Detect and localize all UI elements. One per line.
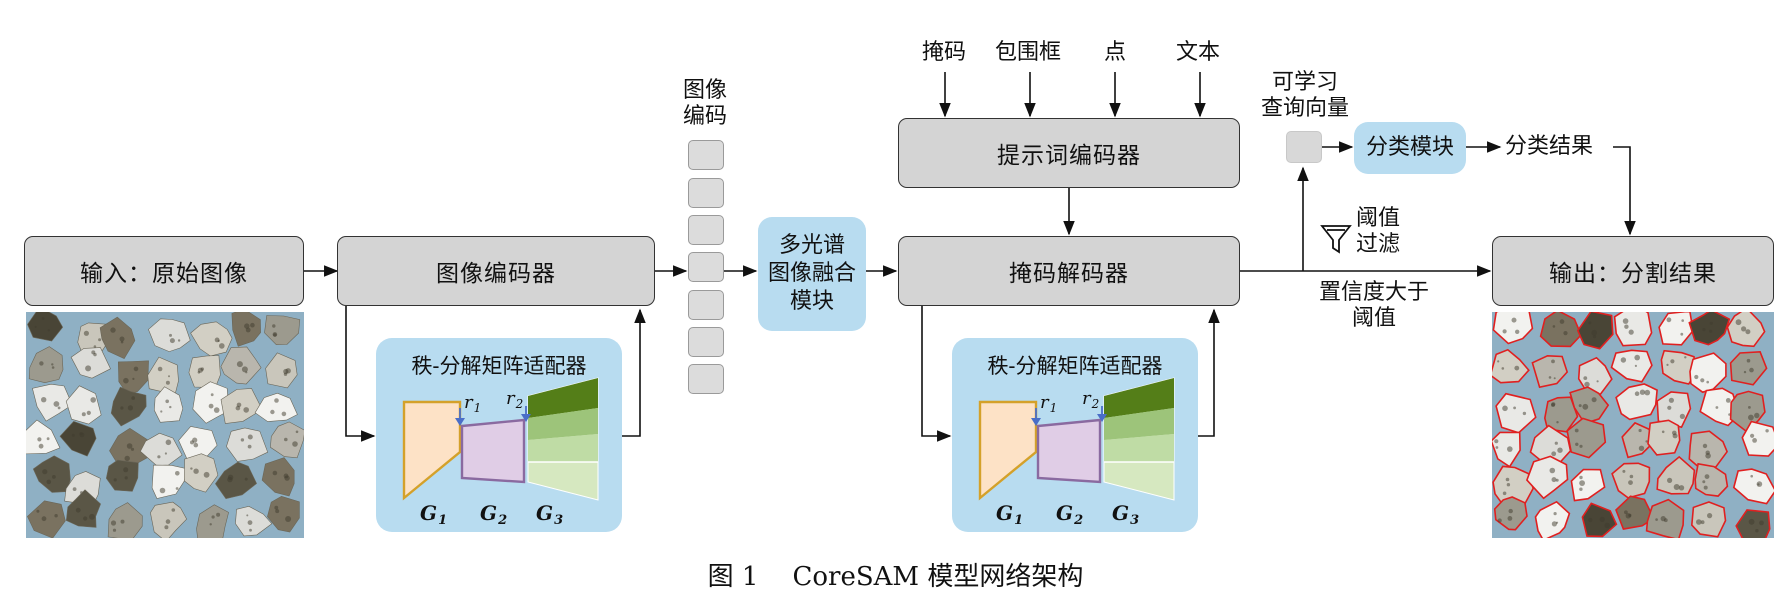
output-segmentation-image	[1492, 312, 1774, 538]
g2-block	[1036, 418, 1102, 484]
embedding-token	[688, 140, 724, 170]
caption-text: CoreSAM 模型网络架构	[792, 562, 1084, 592]
learnable-query-token	[1286, 131, 1322, 163]
arrow-decoder-to-adapter	[921, 306, 952, 442]
g1-label: G1	[996, 501, 1023, 528]
input-rock-image	[26, 312, 304, 538]
learnable-query-label: 可学习 查询向量	[1260, 70, 1349, 121]
output-box: 输出：分割结果	[1492, 236, 1774, 306]
caption-figure-number: 图 1	[707, 562, 759, 592]
g3-label: G3	[536, 501, 563, 528]
arrow-encoder-to-adapter	[345, 306, 376, 442]
r1-label: r1	[464, 392, 481, 415]
input-box: 输入：原始图像	[24, 236, 304, 306]
figure-caption: 图 1 CoreSAM 模型网络架构	[0, 556, 1791, 593]
prompt-mask-label: 掩码	[922, 40, 967, 65]
embedding-token	[688, 327, 724, 357]
rank-decomposition-adapter-2: 秩-分解矩阵适配器 r1 r2 G1 G2 G3	[952, 338, 1198, 532]
segmentation-result-image	[1492, 312, 1774, 538]
r2-label: r2	[506, 388, 523, 411]
mask-decoder-box: 掩码解码器	[898, 236, 1240, 306]
r1-label: r1	[1040, 392, 1057, 415]
g3-band-3	[528, 434, 598, 462]
image-embedding-label: 图像 编码	[683, 78, 728, 129]
g2-block	[460, 418, 526, 484]
adapter-title: 秩-分解矩阵适配器	[411, 354, 587, 378]
r2-label: r2	[1082, 388, 1099, 411]
prompt-text-label: 文本	[1176, 40, 1221, 65]
embedding-token	[688, 290, 724, 320]
g1-block	[978, 400, 1038, 501]
rock-thin-section-image	[26, 312, 304, 538]
embedding-token	[688, 178, 724, 208]
funnel-icon	[1320, 225, 1352, 254]
threshold-filter-label: 阈值 过滤	[1356, 206, 1401, 257]
g2-label: G2	[1056, 501, 1083, 528]
g3-band-1	[528, 378, 598, 418]
embedding-token	[688, 252, 724, 282]
adapter-diagram: r1 r2 G1 G2 G3	[402, 377, 599, 528]
g3-band-3	[1104, 434, 1174, 462]
g3-label: G3	[1112, 501, 1139, 528]
adapter-title: 秩-分解矩阵适配器	[987, 354, 1163, 378]
multispectral-fusion-module: 多光谱 图像融合 模块	[758, 217, 866, 331]
prompt-bbox-label: 包围框	[995, 40, 1062, 65]
classification-result-label: 分类结果	[1505, 134, 1594, 159]
embedding-token	[688, 364, 724, 394]
arrow-result-to-output	[1613, 146, 1636, 236]
rank-decomposition-adapter-1: 秩-分解矩阵适配器 r1 r2 G1 G2 G3	[376, 338, 622, 532]
confidence-label: 置信度大于 阈值	[1318, 280, 1429, 331]
g1-block	[402, 400, 462, 501]
embedding-token	[688, 215, 724, 245]
prompt-encoder-box: 提示词编码器	[898, 118, 1240, 188]
g3-band-2	[528, 408, 598, 440]
g3-band-1	[1104, 378, 1174, 418]
arrow-adapter-to-decoder	[1196, 308, 1220, 437]
prompt-point-label: 点	[1104, 40, 1127, 65]
g1-label: G1	[420, 501, 447, 528]
image-encoder-box: 图像编码器	[337, 236, 655, 306]
arrow-adapter-to-encoder	[620, 308, 646, 437]
g3-band-2	[1104, 408, 1174, 440]
classification-module: 分类模块	[1354, 122, 1466, 174]
adapter-diagram: r1 r2 G1 G2 G3	[978, 377, 1175, 528]
g2-label: G2	[480, 501, 507, 528]
